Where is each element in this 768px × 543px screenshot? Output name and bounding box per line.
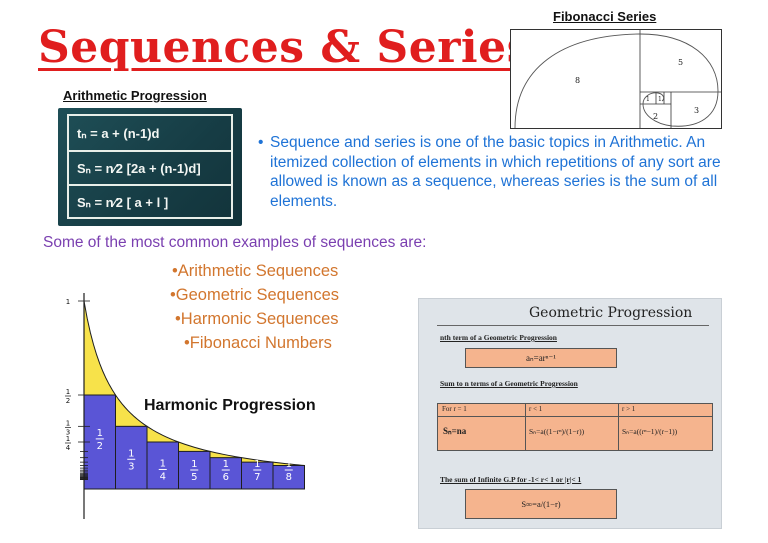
harmonic-bar-3 [115, 425, 148, 490]
harmonic-bar-label-num-7: 1 [254, 459, 260, 470]
harmonic-bar-label-den-7: 7 [254, 472, 260, 483]
example-item-arithmetic: •Arithmetic Sequences [172, 262, 339, 280]
y-label-1-num: 1 [66, 388, 70, 396]
harmonic-bar-label-num-8: 1 [286, 459, 292, 470]
y-label-2-num: 1 [66, 419, 70, 427]
sum-header-r-lt-1: r < 1 [529, 405, 543, 413]
fib-number-2: 2 [653, 112, 658, 121]
arithmetic-formula-board: tₙ = a + (n-1)d Sₙ = n⁄2 [2a + (n-1)d] S… [58, 108, 242, 226]
sum-header-r-eq-1: For r = 1 [442, 405, 467, 413]
harmonic-bar-label-num-4: 1 [160, 458, 166, 469]
sum-table: For r = 1 r < 1 r > 1 Sₙ=na Sₙ=a((1−rⁿ)/… [437, 403, 713, 451]
harmonic-bar-label-num-2: 1 [97, 428, 103, 439]
harmonic-bar-label-den-4: 4 [160, 471, 166, 482]
fibonacci-title: Fibonacci Series [553, 9, 657, 24]
y-label-3-den: 4 [66, 444, 71, 452]
sum-cell-r-eq-1: Sₙ=na [443, 426, 467, 436]
harmonic-bar-label-num-6: 1 [223, 459, 229, 470]
example-item-harmonic: •Harmonic Sequences [175, 310, 339, 328]
harmonic-bar-label-den-2: 2 [97, 441, 103, 452]
infinite-sum-label: The sum of Infinite G.P for -1< r< 1 or … [440, 475, 582, 484]
harmonic-bar-6 [209, 457, 242, 490]
sum-header-r-gt-1: r > 1 [622, 405, 636, 413]
page-title: Sequences & Series [38, 22, 532, 73]
title-divider [437, 325, 709, 326]
fib-number-1b: 1 [658, 96, 662, 103]
fib-number-5: 5 [678, 58, 683, 67]
harmonic-bar-label-den-3: 3 [128, 461, 134, 472]
geometric-progression-panel: Geometric Progression nth term of a Geom… [418, 298, 722, 529]
fib-number-3: 3 [694, 106, 699, 115]
fib-number-8: 8 [575, 76, 580, 85]
formula-frame: tₙ = a + (n-1)d Sₙ = n⁄2 [2a + (n-1)d] S… [67, 114, 233, 219]
bullet-mark: • [258, 134, 264, 151]
y-label-1-den: 2 [66, 397, 70, 405]
sum-cell-r-lt-1: Sₙ=a((1−rⁿ)/(1−r)) [529, 427, 585, 436]
y-label-3-num: 1 [66, 435, 70, 443]
sum-formula-2: Sₙ = n⁄2 [ a + l ] [69, 184, 231, 219]
fibonacci-spiral-diagram: 8 5 3 2 1 1 [510, 29, 722, 129]
geometric-title: Geometric Progression [529, 305, 693, 321]
example-item-fibonacci: •Fibonacci Numbers [184, 334, 332, 352]
nth-term-label: nth term of a Geometric Progression [440, 333, 557, 342]
arithmetic-title: Arithmetic Progression [63, 88, 207, 103]
description-paragraph: • Sequence and series is one of the basi… [258, 133, 728, 211]
y-label-2-den: 3 [66, 428, 70, 436]
infinite-sum-box: S∞=a/(1−r) [465, 489, 617, 519]
example-item-geometric: •Geometric Sequences [170, 286, 340, 304]
nth-term-box: aₙ=arⁿ⁻¹ [465, 348, 617, 368]
harmonic-bar-label-num-3: 1 [128, 448, 134, 459]
harmonic-bar-label-num-5: 1 [191, 459, 197, 470]
harmonic-bar-label-den-5: 5 [191, 472, 197, 483]
fib-number-1a: 1 [646, 96, 650, 103]
harmonic-bar-label-den-6: 6 [223, 472, 229, 483]
nth-term-formula: tₙ = a + (n-1)d [77, 125, 160, 141]
sum-label: Sum to n terms of a Geometric Progressio… [440, 379, 578, 388]
harmonic-bar-label-den-8: 8 [286, 472, 292, 483]
sum-formula-1: Sₙ = n⁄2 [2a + (n-1)d] [69, 150, 231, 185]
examples-intro: Some of the most common examples of sequ… [43, 234, 427, 251]
description-text: Sequence and series is one of the basic … [270, 134, 721, 210]
examples-list: •Arithmetic Sequences •Geometric Sequenc… [170, 259, 370, 355]
y-label-0: 1 [66, 298, 70, 306]
sum-cell-r-gt-1: Sₙ=a((rⁿ−1)/(r−1)) [622, 427, 678, 436]
harmonic-label: Harmonic Progression [144, 397, 316, 414]
